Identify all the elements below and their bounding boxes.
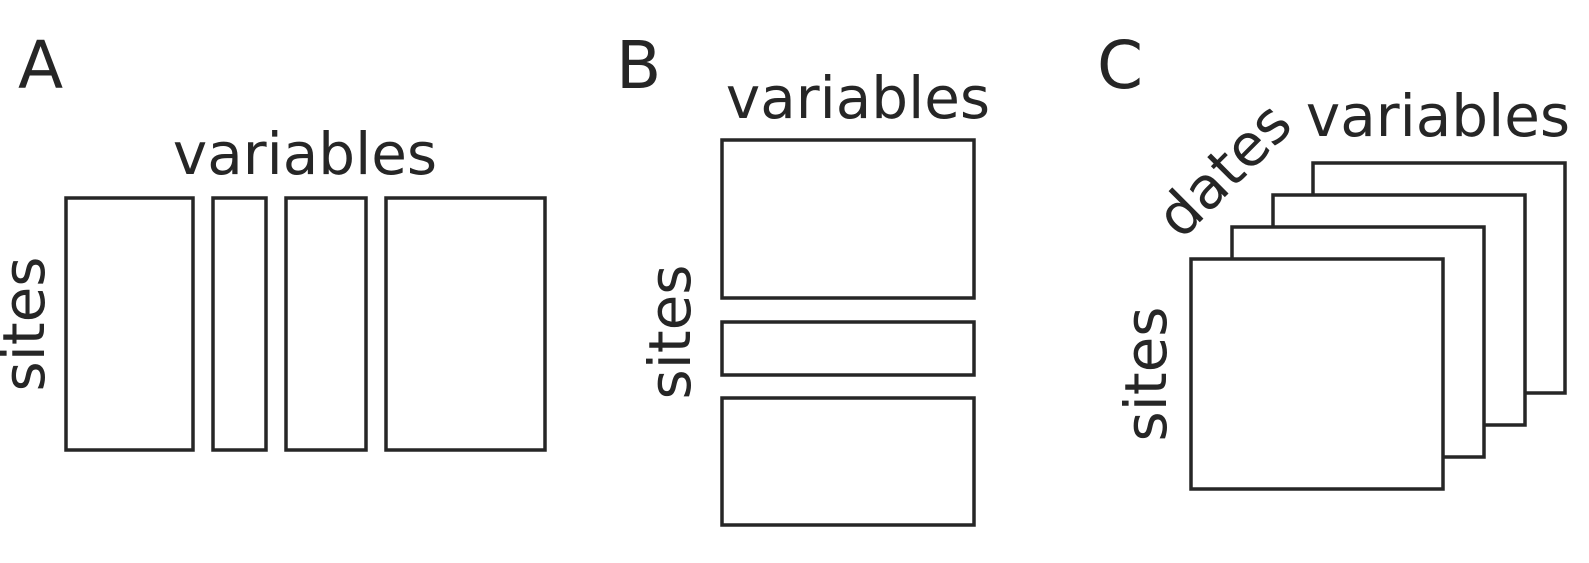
panel-a-block-3 <box>284 196 368 452</box>
panel-b-variables-label: variables <box>726 64 990 132</box>
panel-b-letter: B <box>616 27 661 104</box>
panel-a-letter: A <box>18 27 63 104</box>
panel-c: C variables dates sites <box>1097 27 1570 491</box>
panel-c-sites-label: sites <box>1112 307 1180 442</box>
panel-a: A variables sites <box>0 27 547 452</box>
panel-b: B variables sites <box>616 27 990 527</box>
panel-a-variables-label: variables <box>173 120 437 188</box>
panel-c-slice-1 <box>1189 257 1445 491</box>
panel-a-block-4 <box>384 196 547 452</box>
panel-a-sites-label: sites <box>0 257 58 392</box>
panel-b-sites-label: sites <box>636 265 704 400</box>
panel-a-block-1 <box>64 196 195 452</box>
panel-c-letter: C <box>1097 27 1143 104</box>
panel-b-block-2 <box>720 320 976 377</box>
panel-a-block-2 <box>211 196 268 452</box>
panel-c-variables-label: variables <box>1306 82 1570 150</box>
panel-b-block-3 <box>720 396 976 527</box>
panel-b-block-1 <box>720 138 976 300</box>
